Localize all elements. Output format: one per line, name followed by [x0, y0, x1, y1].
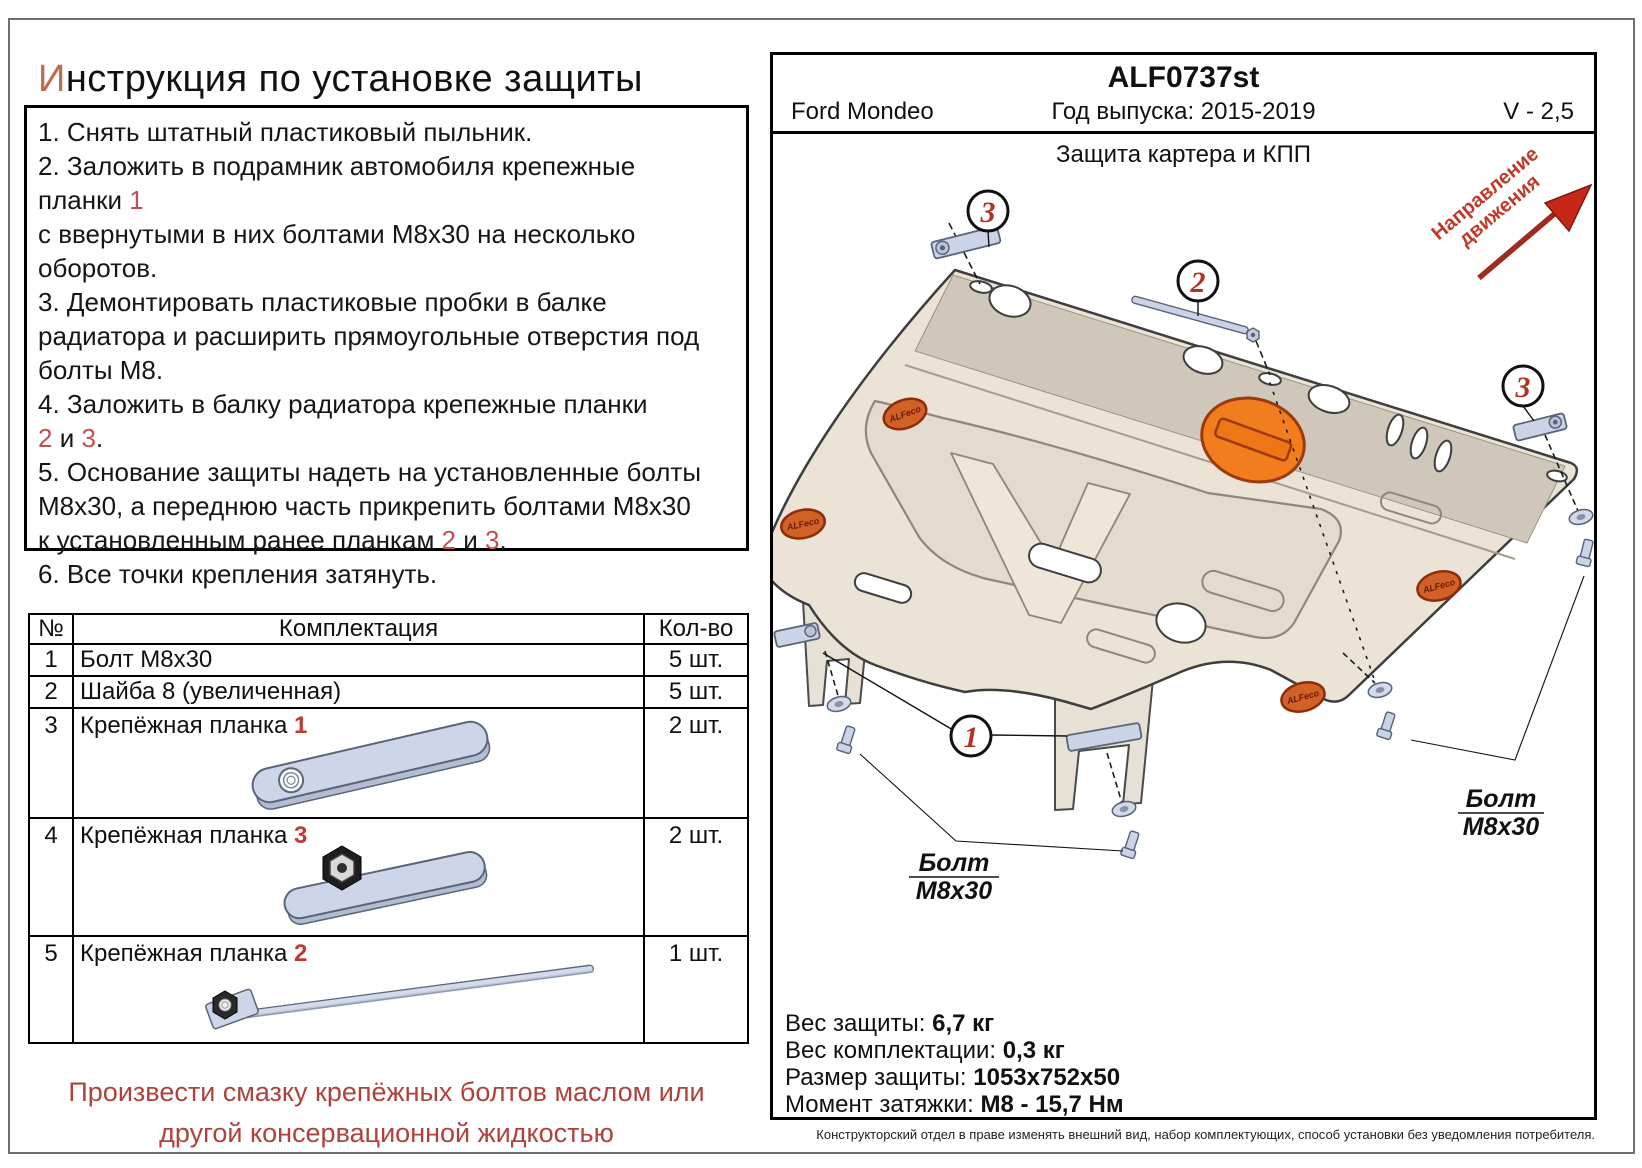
drawing-subtitle: Защита картера и КПП — [1056, 141, 1311, 168]
access-cap — [1200, 396, 1306, 484]
designer-footnote: Конструкторский отдел в праве изменять в… — [816, 1127, 1595, 1142]
panel-header-row: Ford Mondeo Год выпуска: 2015-2019 V - 2… — [773, 98, 1594, 128]
spec-line: Размер защиты: 1053х752х50 — [785, 1064, 1121, 1091]
instructions-box: 1. Снять штатный пластиковый пыльник. 2. … — [24, 105, 749, 589]
table-row: 1 Болт М8х30 5 шт. — [28, 643, 749, 677]
bracket-rod — [1131, 295, 1249, 335]
bracket-right — [1512, 412, 1568, 442]
page-title: Инструкция по установке защиты — [38, 58, 643, 101]
table-header-row: № Комплектация Кол-во — [28, 613, 749, 645]
drawing-panel: ALFeco ALFeco ALFeco ALFeco — [770, 52, 1597, 1120]
instruction-step: 6. Все точки крепления затянуть. — [38, 559, 438, 589]
page-border — [8, 18, 1635, 1154]
spec-line: Момент затяжки: М8 - 15,7 Нм — [785, 1091, 1124, 1118]
brand-logos: ALFeco ALFeco ALFeco ALFeco — [780, 397, 1462, 713]
col-header-name: Комплектация — [72, 613, 645, 645]
callout-3-right: 3 — [1515, 371, 1531, 404]
instruction-step: 4. Заложить в балку радиатора крепежные … — [38, 389, 648, 453]
bracket-bottom-left — [773, 622, 821, 648]
bolt-label-left: Болт М8х30 — [909, 849, 999, 905]
svg-text:М8х30: М8х30 — [916, 877, 993, 905]
col-header-qty: Кол-во — [643, 613, 749, 645]
table-row: 2 Шайба 8 (увеличенная) 5 шт. — [28, 675, 749, 709]
production-years: Год выпуска: 2015-2019 — [1051, 98, 1316, 125]
engine-volume: V - 2,5 — [1503, 98, 1574, 125]
parts-table: № Комплектация Кол-во 1 Болт М8х30 5 шт.… — [28, 613, 749, 1044]
instruction-step: 1. Снять штатный пластиковый пыльник. — [38, 117, 533, 147]
svg-text:М8х30: М8х30 — [1463, 813, 1540, 841]
bolt-label-right: Болт М8х30 — [1458, 785, 1544, 841]
table-row: 4 Крепёжная планка 3 2 шт. — [28, 817, 749, 937]
svg-text:Болт: Болт — [919, 849, 990, 877]
lubrication-warning: Произвести смазку крепёжных болтов масло… — [68, 1077, 705, 1148]
svg-text:Болт: Болт — [1466, 785, 1537, 813]
washer-bolt-set — [826, 508, 1594, 860]
table-row: 3 Крепёжная планка 1 2 шт. — [28, 707, 749, 819]
bracket-bottom-center — [1065, 722, 1143, 752]
instruction-step: 5. Основание защиты надеть на установлен… — [38, 457, 701, 555]
spec-line: Вес защиты: 6,7 кг — [785, 1010, 995, 1037]
title-rest: нструкция по установке защиты — [65, 58, 643, 100]
car-model: Ford Mondeo — [791, 98, 934, 125]
table-row: 5 Крепёжная планка 2 1 шт. — [28, 935, 749, 1044]
spec-line: Вес комплектации: 0,3 кг — [785, 1037, 1065, 1064]
instruction-step: 2. Заложить в подрамник автомобиля крепе… — [38, 151, 636, 283]
title-initial: И — [38, 58, 66, 100]
direction-arrow — [1477, 183, 1593, 281]
callout-3-left: 3 — [980, 196, 996, 229]
bracket-top-left — [930, 225, 1002, 260]
technical-drawing: ALFeco ALFeco ALFeco ALFeco — [773, 143, 1594, 905]
instruction-step: 3. Демонтировать пластиковые пробки в ба… — [38, 287, 700, 385]
callout-2: 2 — [1190, 266, 1206, 299]
callouts: 3 2 3 1 — [949, 189, 1545, 758]
rod-nut — [1246, 327, 1260, 343]
callout-1: 1 — [964, 721, 979, 754]
part-code: ALF0737st — [1107, 61, 1260, 94]
header-divider — [773, 131, 1594, 134]
col-header-number: № — [28, 613, 74, 645]
